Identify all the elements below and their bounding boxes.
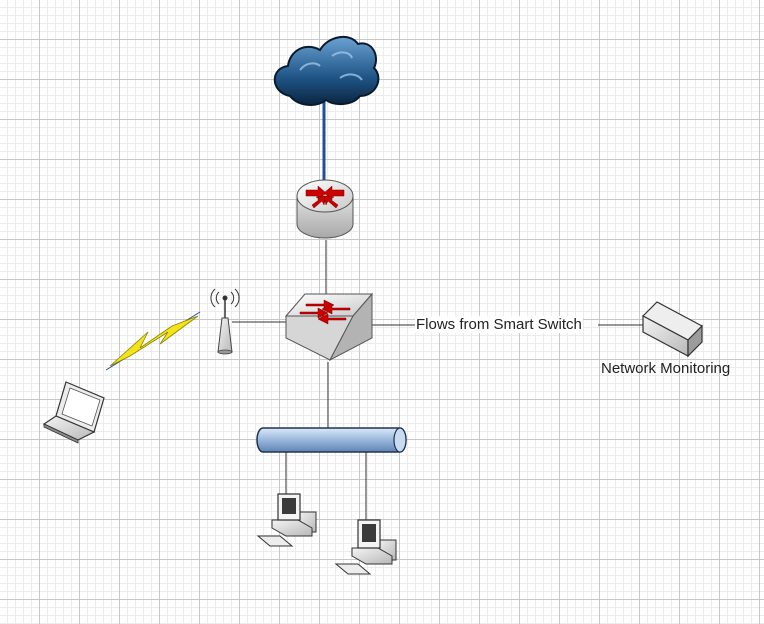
- router-icon[interactable]: [296, 179, 354, 239]
- ethernet-bus-icon[interactable]: [256, 427, 407, 453]
- desktop-computer-icon[interactable]: [256, 493, 317, 547]
- laptop-icon[interactable]: [42, 381, 105, 444]
- flow-label: Flows from Smart Switch: [415, 316, 583, 333]
- smart-switch-icon[interactable]: [284, 292, 374, 362]
- connections: [232, 100, 643, 520]
- desktop-computer-icon[interactable]: [334, 519, 397, 575]
- network-monitoring-label: Network Monitoring: [601, 360, 731, 377]
- network-monitoring-server-icon[interactable]: [642, 301, 703, 358]
- wireless-access-point-icon[interactable]: [210, 288, 240, 355]
- internet-cloud-icon[interactable]: [273, 35, 380, 106]
- wireless-link-icon: [105, 311, 201, 371]
